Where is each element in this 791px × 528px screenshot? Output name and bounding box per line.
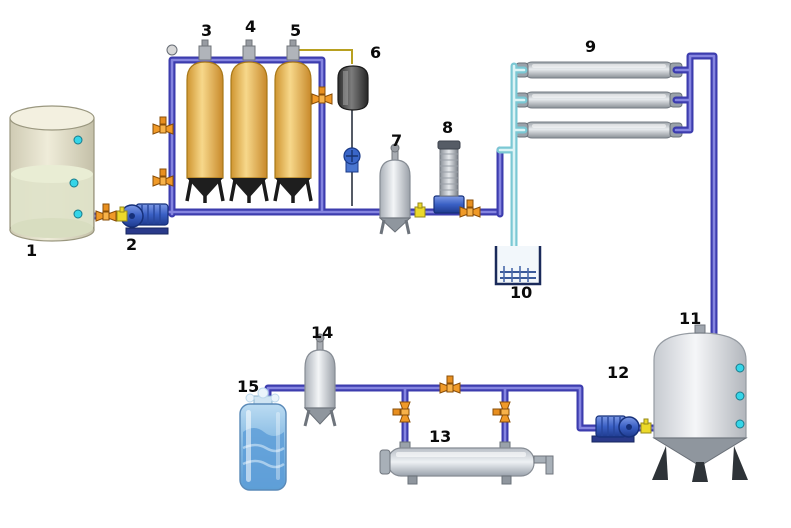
ro-membrane-bank (515, 61, 683, 139)
label-ro-membranes: 9 (585, 37, 596, 56)
level-sensor-icon (735, 419, 745, 429)
level-sensor-icon (735, 391, 745, 401)
fitting-icon (414, 202, 426, 218)
label-feed-pump: 2 (126, 235, 137, 254)
splash-icon (270, 393, 280, 403)
chemical-feed-line (293, 49, 353, 64)
post-filter (303, 333, 337, 427)
valves-and-fittings (95, 86, 652, 434)
ball-valve-icon (311, 86, 333, 105)
filter-vessel-1 (185, 39, 225, 203)
level-sensor-icon (73, 209, 83, 219)
feed-pump (120, 203, 169, 235)
high-pressure-pump (433, 140, 465, 214)
uv-sterilizer (379, 441, 554, 485)
drain-tank (494, 246, 542, 286)
label-drain-tank: 10 (510, 283, 532, 302)
label-water-bottle: 15 (237, 377, 259, 396)
tank-vent-icon (694, 324, 706, 334)
level-sensor-icon (735, 363, 745, 373)
ball-valve-icon (439, 375, 461, 394)
angle-valve-icon (392, 401, 411, 423)
label-filter-vessel-3: 5 (290, 21, 301, 40)
level-sensor-icon (73, 135, 83, 145)
label-filter-vessel-2: 4 (245, 17, 256, 36)
label-post-filter: 14 (311, 323, 333, 342)
filter-vessel-3 (273, 39, 313, 203)
label-uv-sterilizer: 13 (429, 427, 451, 446)
label-precision-filter: 7 (391, 131, 402, 150)
distribution-pump (591, 415, 640, 443)
label-distribution-pump: 12 (607, 363, 629, 382)
filter-vessels (166, 39, 313, 203)
ro-membrane-1 (515, 61, 683, 79)
label-storage-tank: 11 (679, 309, 701, 328)
raw-water-tank (9, 105, 95, 242)
ro-membrane-2 (515, 91, 683, 109)
ro-membrane-3 (515, 121, 683, 139)
pressure-gauge-icon (166, 44, 178, 56)
pipe-permeate (676, 56, 714, 348)
level-sensor-icon (69, 178, 79, 188)
splash-icon (257, 387, 269, 399)
water-bottle (239, 387, 287, 491)
fitting-icon (640, 418, 652, 434)
angle-valve-icon (492, 401, 511, 423)
labels: 1 2 3 4 5 6 7 8 9 10 11 12 13 14 15 (26, 17, 701, 446)
chemical-tank (337, 65, 369, 111)
ball-valve-icon (95, 203, 117, 222)
label-high-pressure-pump: 8 (442, 118, 453, 137)
filter-vessel-2 (229, 39, 269, 203)
label-raw-water-tank: 1 (26, 241, 37, 260)
dosing-valve (343, 147, 361, 173)
precision-filter (378, 143, 412, 235)
storage-tank (652, 324, 748, 482)
label-filter-vessel-1: 3 (201, 21, 212, 40)
pipe-network-blue (92, 60, 658, 446)
label-chemical-tank: 6 (370, 43, 381, 62)
splash-icon (245, 393, 255, 403)
